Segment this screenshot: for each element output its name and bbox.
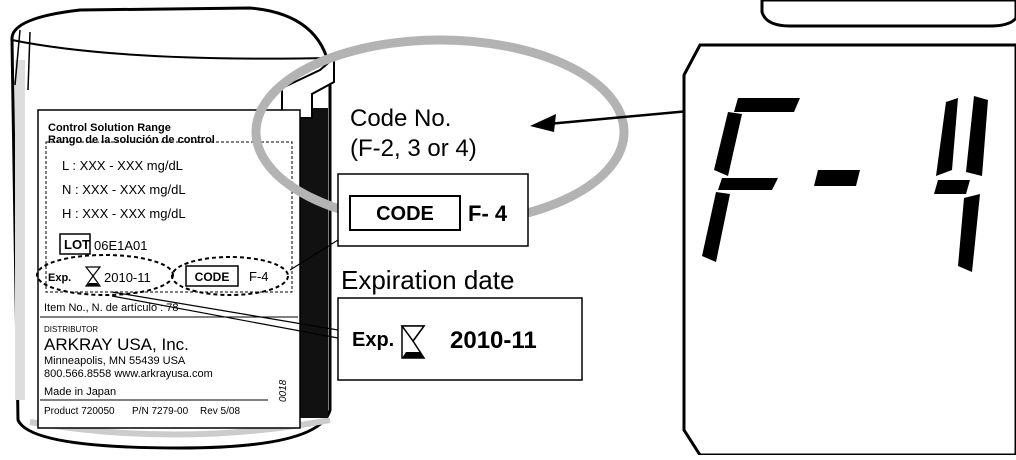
code-value-small: F-4 — [249, 269, 269, 284]
code-callout-value: F- 4 — [468, 201, 508, 226]
segment-dash — [814, 170, 860, 186]
segment-digit-4 — [934, 96, 988, 272]
code-callout-inner — [349, 195, 461, 231]
product-number: Product 720050 — [44, 406, 115, 417]
lot-value: 06E1A01 — [94, 238, 148, 253]
label-title-en: Control Solution Range — [48, 122, 171, 134]
code-box-small — [185, 265, 239, 287]
exp-tag-small: Exp. — [48, 272, 71, 284]
hourglass-icon-small — [84, 266, 102, 287]
code-tag-small: CODE — [195, 270, 230, 284]
code-highlight — [171, 256, 289, 296]
exp-callout-value: 2010-11 — [450, 327, 537, 354]
company-city: Minneapolis, MN 55439 USA — [44, 355, 186, 367]
code-leader-line — [289, 239, 339, 271]
exp-leader-line-b — [111, 295, 339, 339]
range-normal: N : XXX - XXX mg/dL — [62, 182, 186, 197]
segment-digit-f — [702, 98, 800, 262]
code-no-label: Code No. — [350, 105, 451, 132]
expiration-label: Expiration date — [341, 265, 514, 295]
revision: Rev 5/08 — [200, 406, 240, 417]
hourglass-icon-large — [400, 325, 426, 359]
exp-callout-box — [337, 297, 583, 381]
exp-leader-line-a — [111, 291, 339, 331]
lot-tag: LOT — [64, 237, 90, 252]
display-value: F-4 — [849, 439, 851, 441]
range-high: H : XXX - XXX mg/dL — [62, 206, 186, 221]
code-options-label: (F-2, 3 or 4) — [350, 135, 477, 162]
range-low: L : XXX - XXX mg/dL — [62, 158, 183, 173]
company-name: ARKRAY USA, Inc. — [44, 335, 189, 354]
lot-icon — [59, 233, 91, 255]
part-number: P/N 7279-00 — [132, 406, 189, 417]
exp-value-small: 2010-11 — [104, 270, 151, 285]
label-title-es: Rango de la solución de control — [48, 134, 215, 146]
company-contact: 800.566.8558 www.arkrayusa.com — [44, 368, 213, 380]
meter-top-edge — [760, 0, 1016, 28]
side-code: 0018 — [278, 379, 289, 402]
control-solution-bottle — [10, 6, 335, 450]
item-number: Item No., N. de artículo : 78 — [44, 302, 179, 314]
code-callout-tag: CODE — [376, 203, 434, 225]
exp-callout-tag: Exp. — [352, 329, 394, 351]
distributor-tag: DISTRIBUTOR — [44, 325, 98, 334]
made-in: Made in Japan — [44, 386, 116, 398]
